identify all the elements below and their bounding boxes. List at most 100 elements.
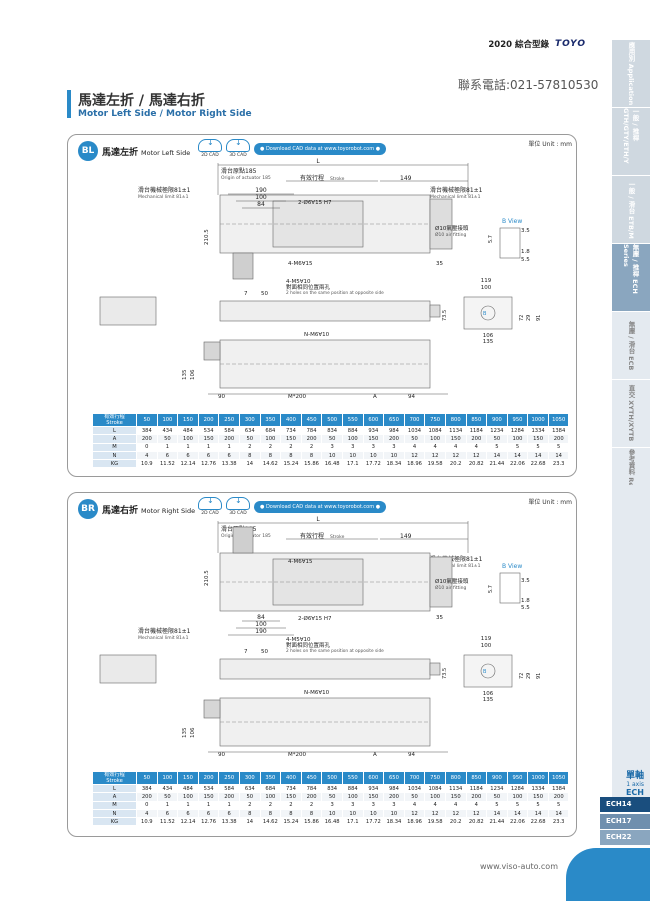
dim-label: L xyxy=(316,158,320,165)
table-cell: 17.72 xyxy=(362,817,385,827)
side-tab-2[interactable]: 一般 / 滑台 ETB/M xyxy=(612,176,650,244)
dim-label: 4-M5∀10 xyxy=(286,278,311,285)
stroke-header: 350 xyxy=(259,771,282,785)
dim-label: 100 xyxy=(255,194,267,201)
table-cell: 5 xyxy=(486,442,508,452)
stroke-header: 550 xyxy=(341,771,364,785)
dim-label: 29 xyxy=(526,315,532,321)
table-cell: 2 xyxy=(259,800,282,810)
table-cell: 4 xyxy=(136,808,158,819)
side-tab-4[interactable]: 無塵 / 滑台 ECB xyxy=(612,312,650,380)
table-cell: 10 xyxy=(362,808,385,819)
dim-label: M*200 xyxy=(288,394,306,400)
side-tab-0[interactable]: 應用別 Application xyxy=(612,40,650,108)
table-cell: 20.82 xyxy=(465,817,488,827)
series-tab-ech17[interactable]: ECH17 xyxy=(600,814,650,829)
dim-label: 4-M6∀15 xyxy=(288,558,313,565)
table-cell: 12.14 xyxy=(177,459,199,469)
table-cell: 15.86 xyxy=(300,459,323,469)
dim-label: 3.5 xyxy=(521,228,530,234)
table-cell: 8 xyxy=(259,450,282,461)
series-tab-ech22[interactable]: ECH22 xyxy=(600,830,650,845)
dim-label: N-M6∀10 xyxy=(304,689,330,696)
table-cell: 14 xyxy=(527,450,549,461)
cad-download-link[interactable]: ● Download CAD data at www.toyorobot.com… xyxy=(254,143,387,155)
corner-zh: 有效行程 xyxy=(104,414,125,420)
table-cell: 384 xyxy=(136,425,158,436)
table-cell: 100 xyxy=(259,434,282,444)
table-cell: 23.3 xyxy=(547,459,570,469)
dim-label: L xyxy=(316,516,320,523)
table-cell: 3 xyxy=(321,800,343,810)
cad-3d-button[interactable]: 3D CAD xyxy=(224,496,252,516)
b-view-profile xyxy=(499,572,521,604)
table-cell: 2 xyxy=(300,442,323,452)
table-cell: 3 xyxy=(383,800,405,810)
side-tab-3[interactable]: 無塵 / 推桿 ECH Series xyxy=(612,244,650,312)
table-cell: 13.38 xyxy=(218,817,240,827)
table-cell: 434 xyxy=(156,425,179,436)
dim-label: Ø10 air fitting xyxy=(435,584,466,591)
panel-title-en: Motor Right Side xyxy=(141,507,196,515)
table-cell: 21.44 xyxy=(486,817,508,827)
footer-url[interactable]: www.viso-auto.com xyxy=(480,862,558,871)
dim-label: 135 xyxy=(182,369,188,380)
table-cell: 14 xyxy=(547,808,570,819)
stroke-header: 400 xyxy=(280,771,302,785)
dim-label: Ø10氣壓接頭 xyxy=(435,224,469,232)
table-cell: 12 xyxy=(403,808,426,819)
dim-label: 2 holes on the same position at opposite… xyxy=(286,290,384,296)
table-cell: 4 xyxy=(403,800,426,810)
dim-label: Origin of actuator 185 xyxy=(221,175,271,181)
dim-label: 100 xyxy=(481,285,492,291)
table-cell: 50 xyxy=(403,792,426,802)
dim-label: 84 xyxy=(257,614,265,621)
table-cell: 634 xyxy=(238,425,261,436)
stroke-header: 100 xyxy=(156,771,179,785)
catalog-title: 2020 綜合型錄 xyxy=(488,40,550,50)
cad-2d-button[interactable]: 2D CAD xyxy=(196,138,224,158)
table-cell: 2 xyxy=(300,800,323,810)
table-cell: 18.34 xyxy=(383,817,405,827)
cad-download-link[interactable]: ● Download CAD data at www.toyorobot.com… xyxy=(254,501,387,513)
table-cell: 18.96 xyxy=(403,817,426,827)
table-cell: 8 xyxy=(300,450,323,461)
table-cell: 150 xyxy=(527,434,549,444)
cloud-download-icon xyxy=(226,496,250,510)
dim-label: 滑台機械極限81±1 xyxy=(138,186,191,194)
table-cell: 8 xyxy=(259,808,282,819)
stroke-header: 50 xyxy=(136,771,158,785)
cad-3d-button[interactable]: 3D CAD xyxy=(224,138,252,158)
table-cell: 200 xyxy=(300,434,323,444)
table-cell: 1 xyxy=(218,442,240,452)
table-cell: 6 xyxy=(156,450,179,461)
table-cell: 1034 xyxy=(403,425,426,436)
series-tab-ech14[interactable]: ECH14 xyxy=(600,797,650,812)
table-cell: 22.68 xyxy=(527,817,549,827)
table-cell: 12 xyxy=(424,808,446,819)
table-cell: 50 xyxy=(321,434,343,444)
side-panel-lower xyxy=(612,485,650,798)
stroke-header: 500 xyxy=(321,413,343,427)
table-cell: 150 xyxy=(444,434,467,444)
table-cell: 6 xyxy=(177,450,199,461)
table-cell: 3 xyxy=(341,800,364,810)
side-tab-1[interactable]: 一般 / 推桿 GTH/GTY/ETH/Y xyxy=(612,108,650,176)
table-cell: 3 xyxy=(321,442,343,452)
table-cell: 634 xyxy=(238,783,261,794)
dim-label: 1.8 xyxy=(521,598,530,604)
cad-2d-button[interactable]: 2D CAD xyxy=(196,496,224,516)
table-cell: 484 xyxy=(177,783,199,794)
table-cell: 14.62 xyxy=(259,817,282,827)
cad-2d-label: 2D CAD xyxy=(201,511,219,516)
dim-label: 滑台機械極限81±1 xyxy=(138,627,191,635)
table-cell: 12 xyxy=(424,450,446,461)
title-accent-bar xyxy=(67,90,71,118)
side-tab-5[interactable]: 直交 XYTH/XYTB xyxy=(612,380,650,448)
stroke-header: 700 xyxy=(403,771,426,785)
